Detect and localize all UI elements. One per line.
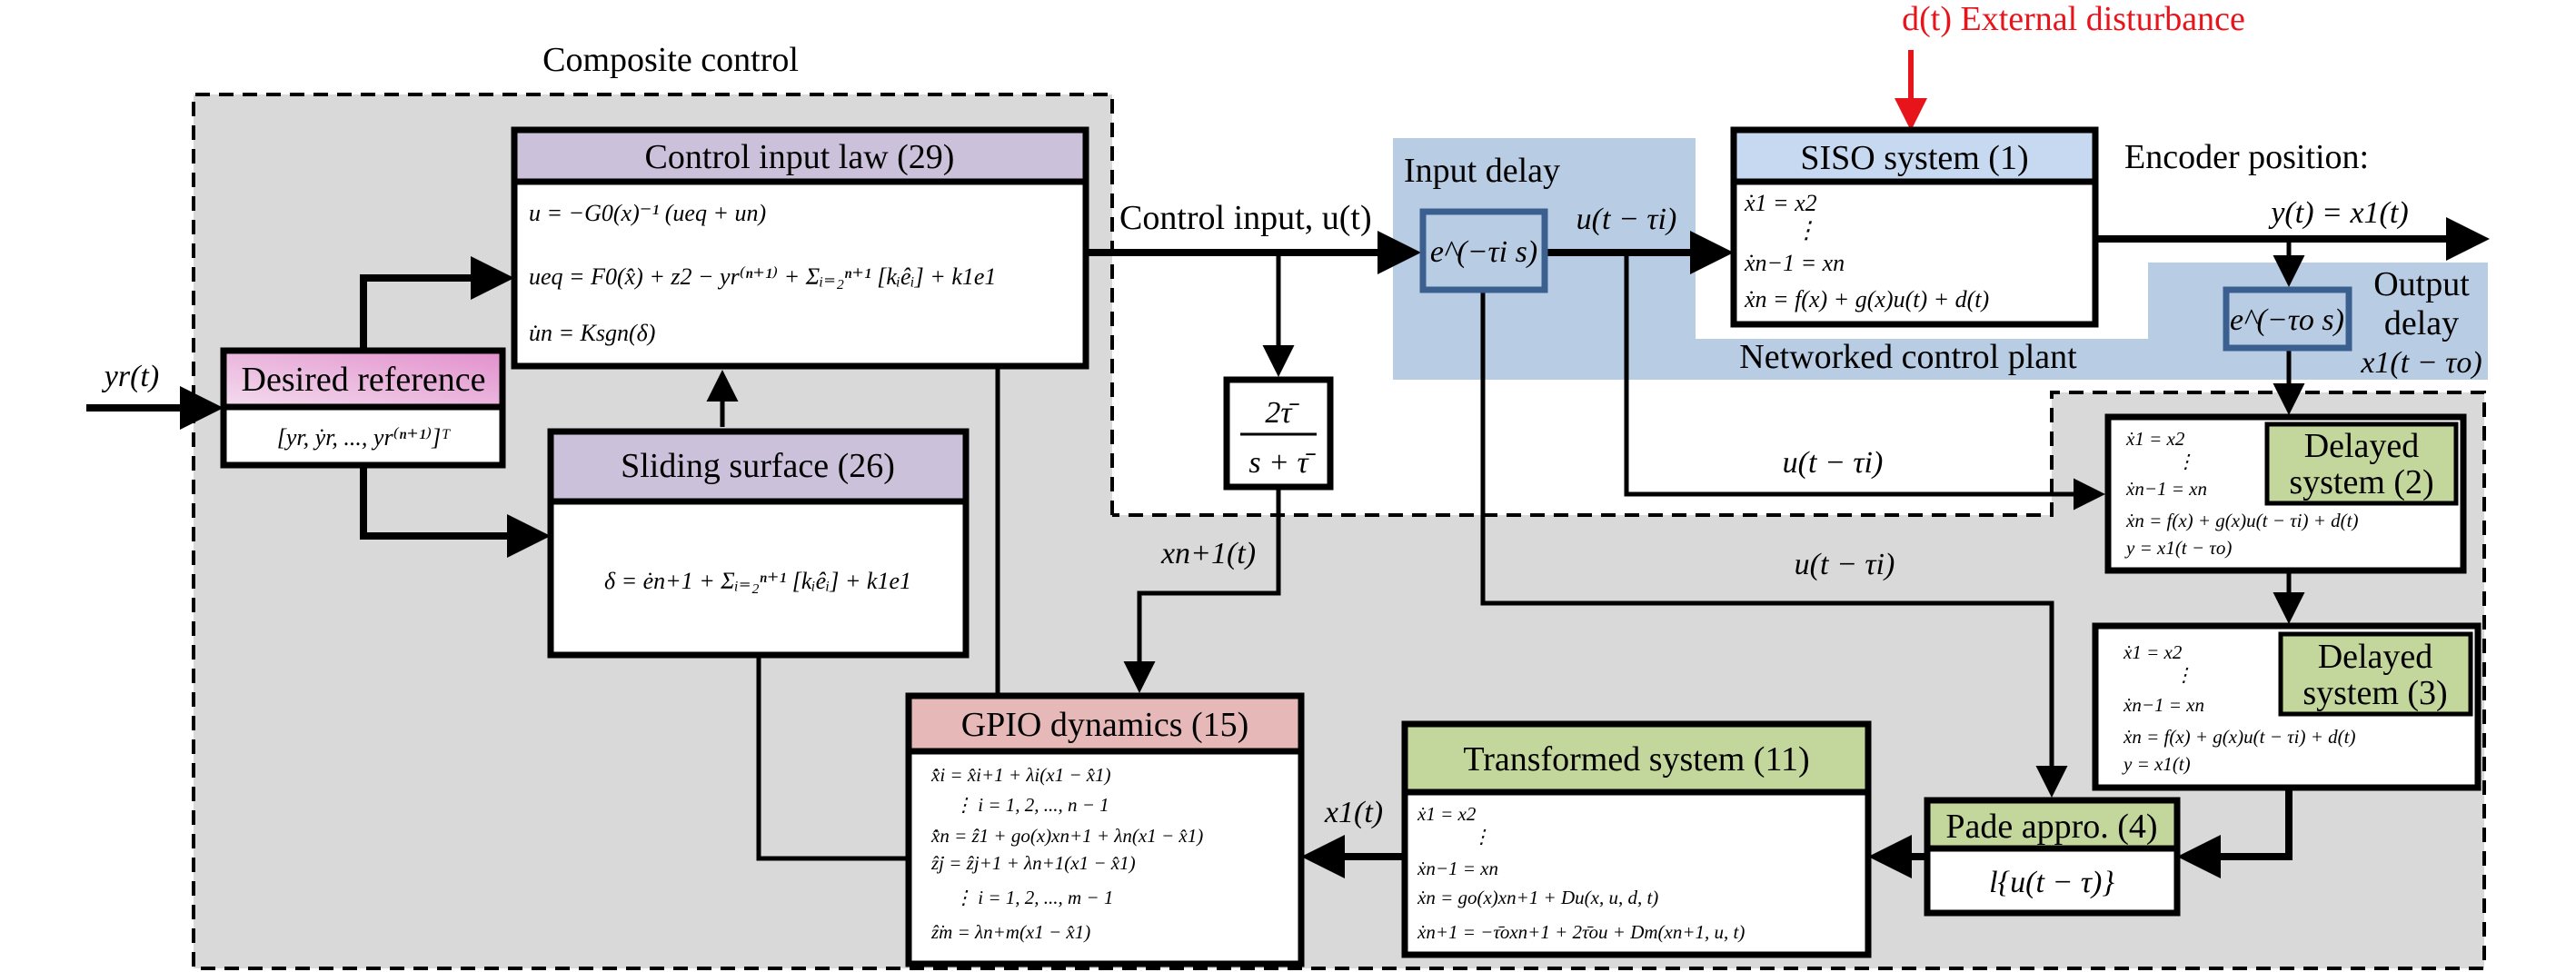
control-law-title: Control input law (29) — [645, 138, 955, 176]
control-input-label: Control input, u(t) — [1119, 199, 1372, 237]
pade-title: Pade appro. (4) — [1945, 808, 2157, 846]
gpio-eq-2: ⋮ i = 1, 2, ..., n − 1 — [954, 794, 1109, 816]
disturbance-label: d(t) External disturbance — [1902, 0, 2245, 38]
delayed2-eq-4: ẋn = f(x) + g(x)u(t − τi) + d(t) — [2125, 510, 2358, 531]
transformed-eq-3: ẋn−1 = xn — [1417, 858, 1498, 879]
gpio-eq-1: x̂̇i = x̂i+1 + λi(x1 − x̂1) — [930, 764, 1111, 786]
gpio-eq-5: ⋮ i = 1, 2, ..., m − 1 — [954, 887, 1113, 908]
gpio-eq-3: x̂̇n = ẑ1 + go(x)xn+1 + λn(x1 − x̂1) — [930, 825, 1203, 847]
delayed2-eq-1: ẋ1 = x2 — [2125, 428, 2185, 450]
transformed-title: Transformed system (11) — [1463, 740, 1809, 779]
siso-eq-2: ⋮ — [1795, 217, 1818, 243]
delay-to-pade-arrow — [1480, 290, 2068, 798]
output-delay-label-2: delay — [2384, 304, 2459, 342]
output-equation: y(t) = x1(t) — [2268, 196, 2408, 230]
filter-output-label: xn+1(t) — [1160, 537, 1256, 570]
delayed-input-label-top: u(t − τi) — [1576, 203, 1677, 236]
desired-reference-block[interactable]: Desired reference [yr, ẏr, ..., yr⁽ⁿ⁺¹⁾]… — [220, 347, 506, 469]
input-delay-label: Input delay — [1404, 152, 1560, 190]
transformed-eq-1: ẋ1 = x2 — [1417, 803, 1477, 825]
delayed3-eq-1: ẋ1 = x2 — [2123, 641, 2183, 663]
delayed3-title-2: system (3) — [2302, 674, 2447, 712]
filter-to-gpio-arrow — [1123, 487, 1281, 693]
ref-to-sliding-arrow — [360, 465, 551, 558]
gpio-eq-4: ẑ̇j = ẑj+1 + λn+1(x1 − x̂1) — [930, 852, 1136, 874]
delayed2-eq-2: ⋮ — [2176, 451, 2195, 472]
control-law-eq-1: u = −G0(x)⁻¹ (ueq + un) — [529, 200, 766, 226]
transformed-eq-5: ẋn+1 = −τ̄oxn+1 + 2τ̄ou + Dm(xn+1, u, t) — [1417, 921, 1745, 943]
siso-eq-3: ẋn−1 = xn — [1744, 250, 1845, 276]
observer-input-label: x1(t) — [1324, 796, 1383, 829]
transformed-eq-2: ⋮ — [1472, 826, 1491, 848]
transformed-eq-4: ẋn = go(x)xn+1 + Du(x, u, d, t) — [1417, 887, 1658, 908]
delayed3-eq-2: ⋮ — [2174, 664, 2193, 686]
siso-eq-1: ẋ1 = x2 — [1744, 190, 1817, 216]
pade-eq: l{u(t − τ)} — [1989, 866, 2114, 899]
networked-plant-label: Networked control plant — [1739, 338, 2077, 376]
delayed-system-2-block[interactable]: Delayed system (2) ẋ1 = x2 ⋮ ẋn−1 = xn ẋ… — [2104, 413, 2467, 574]
ref-to-control-arrow — [360, 256, 514, 351]
delayed-input-label-mid: u(t − τi) — [1783, 446, 1884, 480]
siso-title: SISO system (1) — [1800, 139, 2028, 177]
input-delay-tf: e^(−τi s) — [1430, 235, 1537, 269]
delayed2-eq-3: ẋn−1 = xn — [2125, 478, 2207, 500]
sliding-surface-eq: δ = ėn+1 + Σᵢ₌₂ⁿ⁺¹ [kᵢêᵢ] + k1e1 — [604, 568, 911, 594]
delayed2-title-2: system (2) — [2289, 463, 2433, 501]
delayed3-to-pade-arrow — [2177, 788, 2293, 878]
transformed-system-block[interactable]: Transformed system (11) ẋ1 = x2 ⋮ ẋn−1 =… — [1401, 720, 1872, 958]
input-delay-block[interactable]: e^(−τi s) — [1419, 208, 1548, 293]
delayed-output-label: x1(t − τo) — [2360, 346, 2482, 380]
delay-to-delayed2-arrow — [1624, 253, 2105, 511]
delayed2-eq-5: y = x1(t − τo) — [2124, 537, 2232, 559]
filter-denominator: s + τ̄ — [1248, 446, 1316, 480]
gpio-to-sliding-arrow — [742, 591, 907, 861]
delayed2-title-1: Delayed — [2304, 427, 2420, 465]
delayed-system-3-block[interactable]: Delayed system (3) ẋ1 = x2 ⋮ ẋn−1 = xn ẋ… — [2092, 622, 2482, 791]
delayed3-title-1: Delayed — [2318, 638, 2433, 676]
delayed-input-label-low: u(t − τi) — [1795, 548, 1895, 581]
sliding-surface-block[interactable]: Sliding surface (26) δ = ėn+1 + Σᵢ₌₂ⁿ⁺¹ … — [547, 428, 970, 659]
filter-block[interactable]: 2τ̄ s + τ̄ — [1223, 376, 1334, 491]
siso-system-block[interactable]: SISO system (1) ẋ1 = x2 ⋮ ẋn−1 = xn ẋn =… — [1730, 126, 2099, 328]
sliding-surface-title: Sliding surface (26) — [621, 447, 895, 485]
control-law-eq-2: ueq = F0(x̂) + z2 − yr⁽ⁿ⁺¹⁾ + Σᵢ₌₂ⁿ⁺¹ [k… — [529, 263, 996, 290]
gpio-title: GPIO dynamics (15) — [961, 706, 1249, 744]
siso-eq-4: ẋn = f(x) + g(x)u(t) + d(t) — [1744, 286, 1989, 312]
output-delay-label-1: Output — [2373, 265, 2470, 303]
delayed3-eq-3: ẋn−1 = xn — [2123, 694, 2204, 716]
control-law-eq-3: u̇n = Ksgn(δ) — [529, 320, 655, 346]
output-delay-tf: e^(−τo s) — [2230, 303, 2344, 337]
pade-block[interactable]: Pade appro. (4) l{u(t − τ)} — [1924, 797, 2181, 917]
gpio-eq-6: ẑ̇m = λn+m(x1 − x̂1) — [930, 921, 1090, 943]
gpio-block[interactable]: GPIO dynamics (15) x̂̇i = x̂i+1 + λi(x1 … — [905, 692, 1305, 967]
composite-control-label: Composite control — [542, 41, 799, 79]
encoder-label: Encoder position: — [2124, 138, 2369, 176]
control-law-block[interactable]: Control input law (29) u = −G0(x)⁻¹ (ueq… — [511, 126, 1089, 370]
delayed3-eq-5: y = x1(t) — [2122, 753, 2191, 775]
desired-reference-title: Desired reference — [242, 361, 486, 399]
desired-reference-eq: [yr, ẏr, ..., yr⁽ⁿ⁺¹⁾]ᵀ — [277, 424, 451, 451]
delayed3-eq-4: ẋn = f(x) + g(x)u(t − τi) + d(t) — [2123, 726, 2355, 748]
networked-plant-region — [1393, 138, 2488, 380]
reference-input-label: yr(t) — [102, 360, 159, 393]
output-delay-block[interactable]: e^(−τo s) — [2223, 286, 2352, 352]
